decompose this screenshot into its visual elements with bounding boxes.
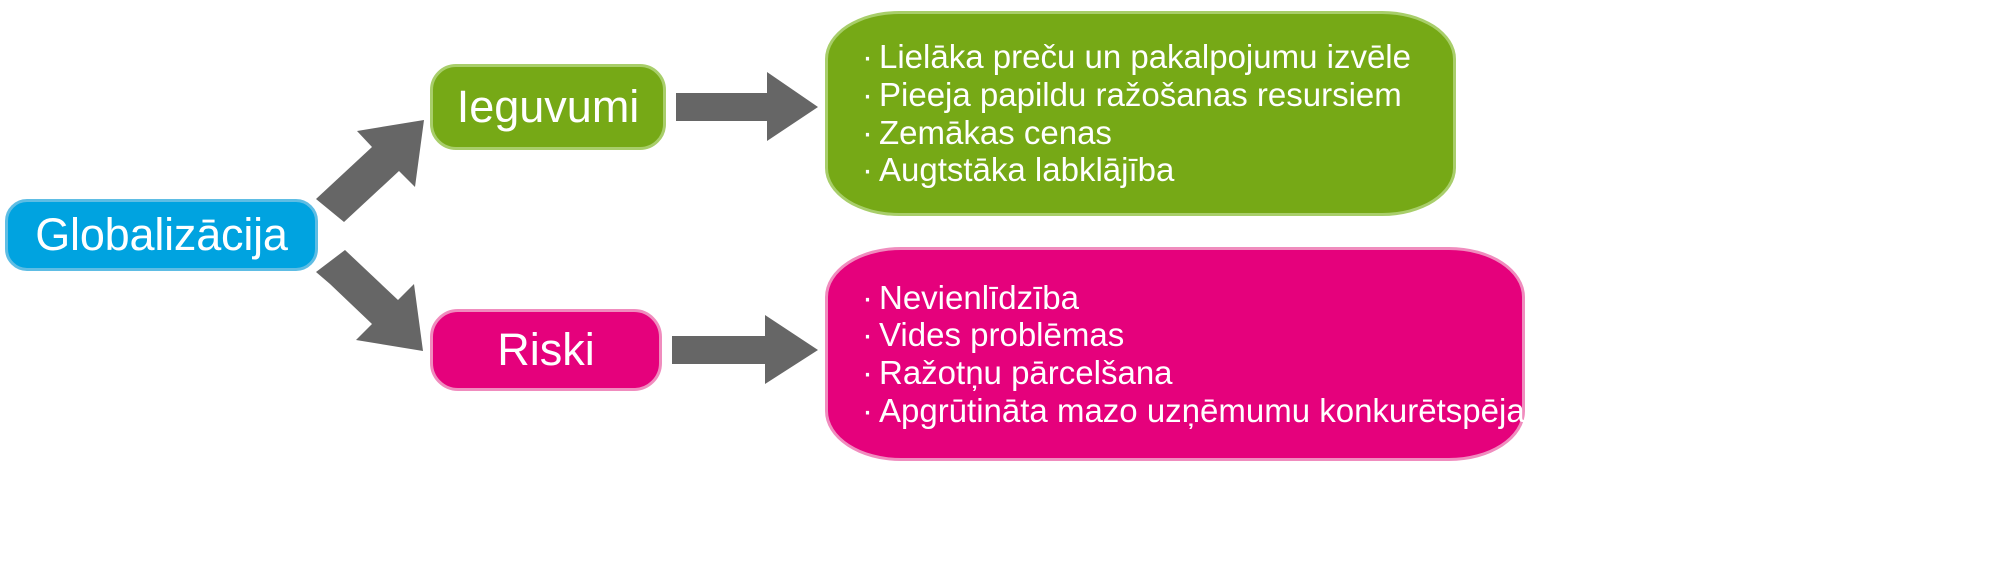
node-globalization-label: Globalizācija: [35, 209, 288, 261]
risks-list-item: ·Vides problēmas: [862, 316, 1494, 354]
risks-detail-box: ·Nevienlīdzība ·Vides problēmas ·Ražotņu…: [825, 247, 1525, 461]
benefits-item-text: Lielāka preču un pakalpojumu izvēle: [879, 38, 1411, 76]
node-risks-label-text: Riski: [497, 324, 595, 376]
benefits-list-item: ·Lielāka preču un pakalpojumu izvēle: [862, 38, 1425, 76]
arrow-risks-to-detail: [672, 315, 818, 384]
bullet-icon: ·: [862, 391, 873, 429]
bullet-icon: ·: [862, 113, 873, 151]
risks-item-text: Apgrūtināta mazo uzņēmumu konkurētspēja: [879, 391, 1525, 429]
benefits-list-item: ·Augtstāka labklājība: [862, 151, 1425, 189]
bullet-icon: ·: [862, 38, 873, 76]
arrow-benefits-to-detail: [676, 72, 818, 141]
benefits-item-text: Augtstāka labklājība: [879, 151, 1175, 189]
benefits-list-item: ·Pieeja papildu ražošanas resursiem: [862, 76, 1425, 114]
bullet-icon: ·: [862, 75, 873, 113]
arrow-root-to-benefits: [316, 120, 424, 222]
node-benefits-label-text: Ieguvumi: [456, 81, 640, 133]
risks-item-text: Vides problēmas: [879, 316, 1125, 354]
benefits-list-item: ·Zemākas cenas: [862, 114, 1425, 152]
risks-item-text: Ražotņu pārcelšana: [879, 354, 1173, 391]
bullet-icon: ·: [862, 316, 873, 354]
risks-list-item: ·Ražotņu pārcelšana: [862, 354, 1494, 392]
bullet-icon: ·: [862, 354, 873, 391]
benefits-item-text: Zemākas cenas: [879, 113, 1112, 151]
node-globalization[interactable]: Globalizācija: [5, 199, 318, 271]
risks-list-item: ·Apgrūtināta mazo uzņēmumu konkurētspēja: [862, 391, 1525, 430]
bullet-icon: ·: [862, 278, 873, 316]
risks-list-item: ·Nevienlīdzība: [862, 279, 1494, 317]
benefits-detail-box: ·Lielāka preču un pakalpojumu izvēle ·Pi…: [825, 11, 1456, 216]
arrow-root-to-risks: [316, 250, 423, 351]
node-benefits[interactable]: Ieguvumi: [430, 64, 666, 150]
benefits-item-text: Pieeja papildu ražošanas resursiem: [879, 75, 1402, 113]
bullet-icon: ·: [862, 151, 873, 189]
risks-item-text: Nevienlīdzība: [879, 278, 1079, 316]
node-risks[interactable]: Riski: [430, 309, 662, 391]
